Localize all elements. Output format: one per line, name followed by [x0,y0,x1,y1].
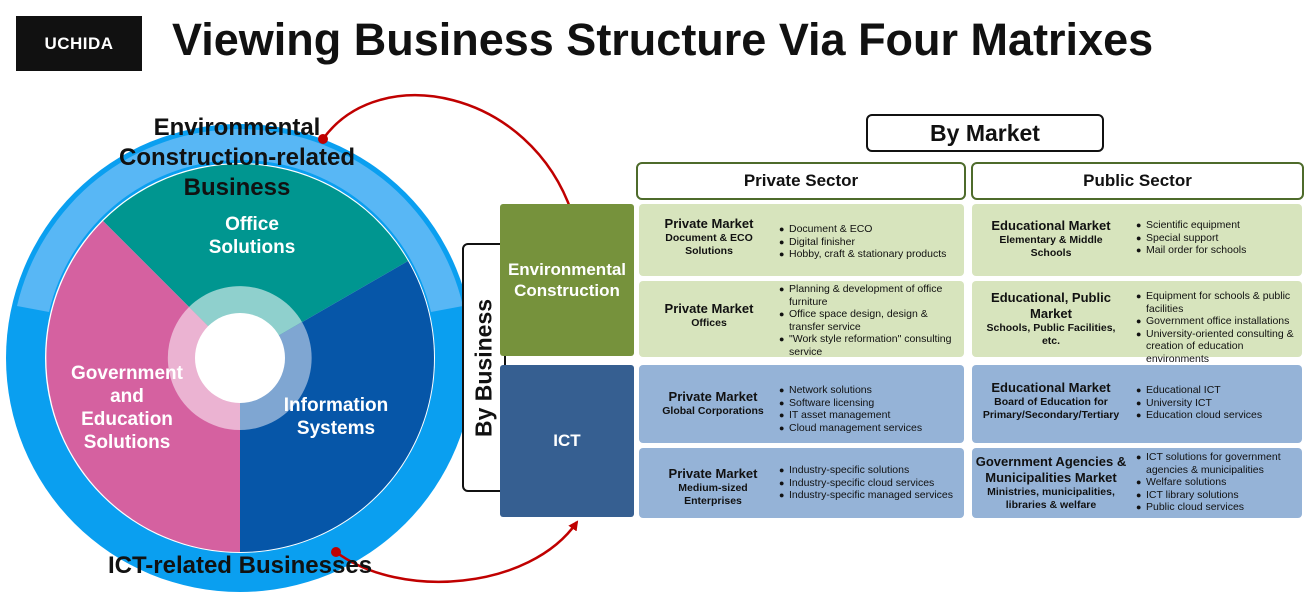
item-list: ICT solutions for government agencies & … [1136,451,1298,514]
arrow-bottom [335,520,579,583]
by-market-label: By Market [866,114,1104,152]
list-item: Planning & development of office furnitu… [779,283,959,308]
list-item: Industry-specific cloud services [779,477,961,490]
label-office-solutions: Office Solutions [208,214,296,258]
matrix-cell: Educational Market Board of Education fo… [972,365,1302,443]
item-list: Industry-specific solutions Industry-spe… [779,464,961,502]
matrix-cell: Private Market Offices Planning & develo… [639,281,964,358]
column-header-private: Private Sector [636,162,966,200]
list-item: Equipment for schools & public facilitie… [1136,290,1298,315]
slice-office [103,164,408,358]
list-item: Industry-specific solutions [779,464,961,477]
list-item: "Work style reformation" consulting serv… [779,333,959,358]
list-item: Education cloud services [1136,409,1298,422]
item-list: Scientific equipment Special support Mai… [1136,219,1298,257]
list-item: Mail order for schools [1136,244,1298,257]
list-item: Educational ICT [1136,384,1298,397]
uchida-logo: UCHIDA [16,16,142,71]
label-ict-business: ICT-related Businesses [107,552,373,579]
matrix-cell: Educational, Public Market Schools, Publ… [972,281,1302,365]
list-item: ICT library solutions [1136,489,1298,502]
market-subtitle: Board of Education for Primary/Secondary… [982,396,1120,421]
matrix-cell: Private Market Document & ECO Solutions … [639,204,964,276]
row-header-ict: ICT [500,365,634,517]
market-subtitle: Document & ECO Solutions [665,232,753,257]
by-business-label: By Business [470,298,497,437]
cell-market: Private Market Document & ECO Solutions [651,216,767,258]
list-item: Digital finisher [779,236,959,249]
list-item: Hobby, craft & stationary products [779,248,959,261]
label-government-education: Government and Education Solutions [71,363,183,453]
list-item: Scientific equipment [1136,219,1298,232]
cell-market: Educational Market Board of Education fo… [976,380,1126,422]
list-item: Cloud management services [779,422,959,435]
list-item: Special support [1136,232,1298,245]
list-item: Industry-specific managed services [779,489,961,502]
list-item: Software licensing [779,397,959,410]
matrix-cell: Private Market Medium-sized Enterprises … [639,448,964,518]
market-subtitle: Ministries, municipalities, libraries & … [987,486,1115,511]
list-item: Document & ECO [779,223,959,236]
item-list: Document & ECO Digital finisher Hobby, c… [779,223,959,261]
item-list: Network solutions Software licensing IT … [779,384,959,434]
market-name: Private Market [668,389,758,404]
slice-government [46,221,241,552]
row-header-environmental: Environmental Construction [500,204,634,356]
item-list: Educational ICT University ICT Education… [1136,384,1298,422]
market-subtitle: Global Corporations [662,405,764,417]
market-name: Government Agencies & Municipalities Mar… [975,454,1127,485]
market-name: Private Market [664,216,754,231]
cell-market: Private Market Offices [651,301,767,330]
matrix-cell: Private Market Global Corporations Netwo… [639,365,964,443]
market-subtitle: Offices [691,317,727,329]
market-name: Educational Market [991,218,1111,233]
list-item: Government office installations [1136,315,1298,328]
market-subtitle: Medium-sized Enterprises [678,482,748,507]
cell-market: Private Market Global Corporations [651,389,775,418]
market-name: Educational Market [991,380,1111,395]
outer-ring-top [17,129,463,312]
market-subtitle: Elementary & Middle Schools [999,234,1103,259]
by-business-box: By Business [462,243,506,492]
cell-market: Private Market Medium-sized Enterprises [651,466,775,508]
item-list: Equipment for schools & public facilitie… [1136,290,1298,365]
label-environmental-business: Environmental Construction-related Busin… [118,114,355,201]
column-header-public: Public Sector [971,162,1304,200]
item-list: Planning & development of office furnitu… [779,283,959,358]
list-item: IT asset management [779,409,959,422]
market-name: Private Market [664,301,754,316]
list-item: Office space design, design & transfer s… [779,308,959,333]
list-item: University ICT [1136,397,1298,410]
center-hole [195,313,285,403]
list-item: Network solutions [779,384,959,397]
market-subtitle: Schools, Public Facilities, etc. [986,322,1116,347]
cell-market: Educational Market Elementary & Middle S… [976,218,1126,260]
matrix-cell: Educational Market Elementary & Middle S… [972,204,1302,276]
list-item: ICT solutions for government agencies & … [1136,451,1298,476]
label-information-systems: Information Systems [283,395,389,439]
arrow-top [321,94,575,215]
page-title: Viewing Business Structure Via Four Matr… [172,14,1154,65]
matrix-cell: Government Agencies & Municipalities Mar… [972,448,1302,518]
list-item: Welfare solutions [1136,476,1298,489]
market-name: Educational, Public Market [991,290,1111,321]
list-item: University-oriented consulting & creatio… [1136,328,1298,366]
cell-market: Government Agencies & Municipalities Mar… [972,454,1130,512]
list-item: Public cloud services [1136,501,1298,514]
cell-market: Educational, Public Market Schools, Publ… [976,290,1126,348]
market-name: Private Market [668,466,758,481]
